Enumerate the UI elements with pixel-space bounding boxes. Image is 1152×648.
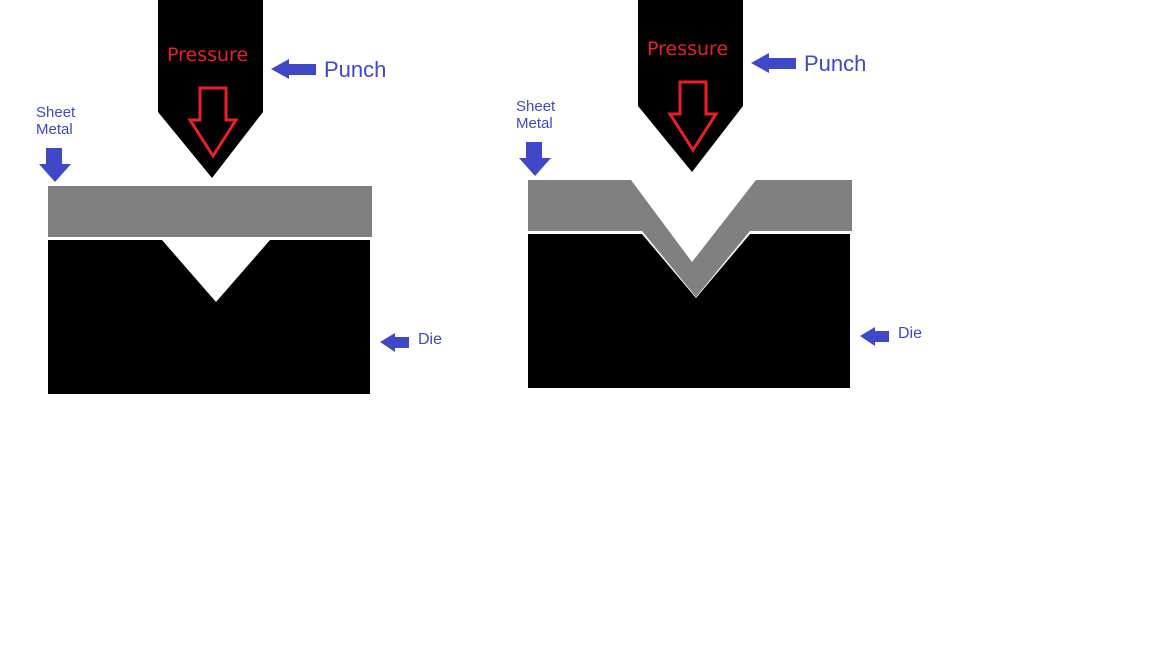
right-sheet-callout-arrow-icon	[519, 142, 551, 176]
left-punch-label: Punch	[324, 57, 387, 82]
right-punch-callout-arrow-icon	[751, 53, 796, 73]
right-pressure-label: Pressure	[647, 38, 729, 60]
left-pressure-arrow-icon	[187, 86, 239, 159]
right-die	[528, 234, 850, 388]
right-punch-label: Punch	[804, 51, 867, 76]
left-punch-callout-arrow-icon	[271, 59, 316, 79]
right-pressure-arrow-icon	[667, 80, 719, 153]
right-sheet-label-line2: Metal	[516, 115, 553, 133]
right-die-callout-arrow-icon	[860, 327, 889, 346]
right-sheet-label-line1: Sheet	[516, 98, 556, 115]
right-die-label: Die	[898, 325, 923, 342]
left-die-callout-arrow-icon	[380, 333, 409, 352]
left-sheet-label-line1: Sheet	[36, 104, 76, 121]
left-sheet-metal	[48, 186, 372, 237]
left-sheet-label-line2: Metal	[36, 121, 73, 139]
left-pressure-label: Pressure	[167, 44, 249, 66]
left-die	[48, 240, 370, 394]
right-sheet-metal	[528, 180, 852, 297]
left-die-label: Die	[418, 331, 443, 348]
left-sheet-metal-label: Sheet Metal	[36, 104, 96, 139]
right-sheet-metal-label: Sheet Metal	[516, 98, 576, 133]
left-sheet-callout-arrow-icon	[39, 148, 71, 182]
